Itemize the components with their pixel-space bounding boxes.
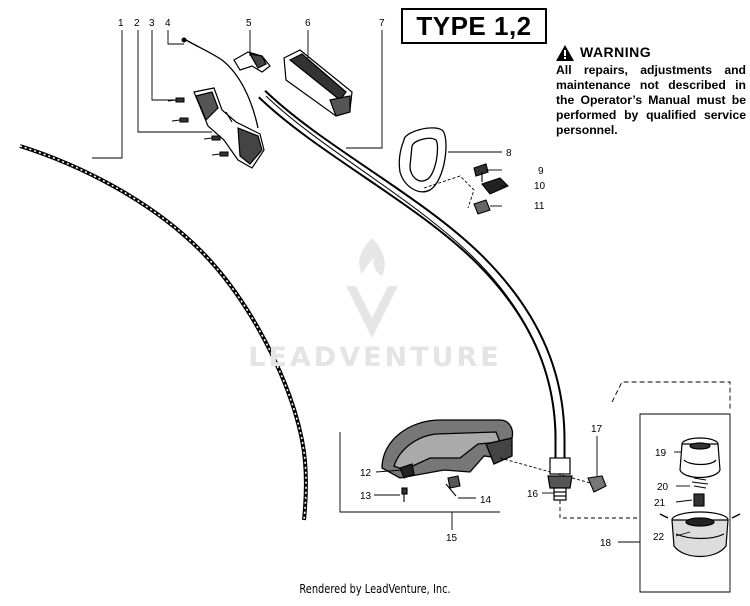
warning-notice: WARNING All repairs, adjustments and mai… xyxy=(556,44,746,137)
part-guard-hardware xyxy=(399,463,461,502)
part-loop-handle xyxy=(398,127,447,193)
callout-11: 11 xyxy=(534,201,545,212)
part-shaft-housing xyxy=(283,49,353,117)
part-handle-housing xyxy=(193,87,265,169)
callout-17: 17 xyxy=(591,424,603,435)
callout-13: 13 xyxy=(360,491,372,502)
callout-12: 12 xyxy=(360,468,372,479)
callout-18: 18 xyxy=(600,538,612,549)
part-flex-shaft xyxy=(19,144,308,521)
part-drive-shaft-tube xyxy=(258,90,566,470)
part-nut xyxy=(473,199,491,215)
part-inner-reel xyxy=(693,493,705,507)
part-gearbox-end xyxy=(547,457,573,501)
footer-credit: Rendered by LeadVenture, Inc. xyxy=(299,582,451,596)
callout-21: 21 xyxy=(654,498,666,509)
callout-19: 19 xyxy=(655,448,667,459)
callout-4: 4 xyxy=(165,18,171,29)
leader-lines xyxy=(92,30,693,543)
callout-1: 1 xyxy=(118,18,124,29)
type-label: TYPE 1,2 xyxy=(401,8,547,44)
callout-15: 15 xyxy=(446,533,458,544)
callout-22: 22 xyxy=(653,532,665,543)
part-throttle-trigger xyxy=(233,51,271,73)
leadventure-logo-icon xyxy=(346,238,398,338)
warning-body: All repairs, adjustments and maintenance… xyxy=(556,63,746,137)
part-knob xyxy=(473,163,489,182)
callout-14: 14 xyxy=(480,495,492,506)
part-guard xyxy=(381,419,514,479)
callout-6: 6 xyxy=(305,18,311,29)
warning-title: WARNING xyxy=(580,44,652,60)
callout-9: 9 xyxy=(538,166,544,177)
watermark-text: LEADVENTURE xyxy=(248,342,502,373)
callout-20: 20 xyxy=(657,482,669,493)
part-wing-nut xyxy=(587,475,607,493)
callout-5: 5 xyxy=(246,18,252,29)
callout-3: 3 xyxy=(149,18,155,29)
callout-8: 8 xyxy=(506,148,512,159)
callout-7: 7 xyxy=(379,18,385,29)
callout-16: 16 xyxy=(527,489,539,500)
callout-numbers: 1 2 3 4 5 6 7 8 9 10 11 12 13 14 15 16 1… xyxy=(118,18,669,549)
part-spring xyxy=(691,477,709,489)
warning-triangle-icon xyxy=(556,44,574,61)
part-throttle-cable xyxy=(181,37,259,129)
part-trimmer-spool xyxy=(659,511,741,557)
callout-10: 10 xyxy=(534,181,546,192)
part-spool-cover xyxy=(679,437,721,479)
warning-header: WARNING xyxy=(556,44,746,61)
callout-2: 2 xyxy=(134,18,140,29)
